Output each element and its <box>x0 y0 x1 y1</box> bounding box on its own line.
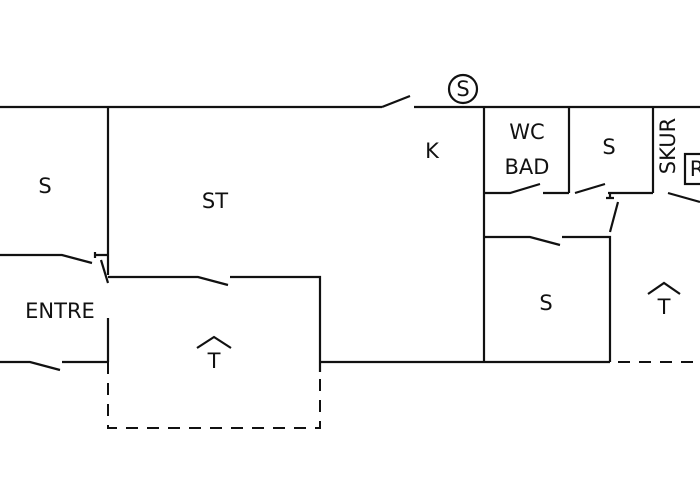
terrace-symbol-right: T <box>647 281 681 319</box>
door-kitchen-top <box>381 94 411 109</box>
dashed-outlines <box>107 361 700 429</box>
r-box-label: R <box>690 157 700 181</box>
circle-s-symbol: S <box>447 73 479 105</box>
door-entre-st <box>99 259 110 284</box>
room-label-bad: BAD <box>505 155 550 179</box>
room-label-s-mid: S <box>539 291 552 315</box>
terrace-label-right: T <box>657 295 671 319</box>
terrace-label-left: T <box>207 349 221 373</box>
terrace-symbol-left: T <box>196 335 232 373</box>
room-label-s-left: S <box>38 174 51 198</box>
room-label-st: ST <box>202 189 228 213</box>
walls <box>0 94 700 372</box>
room-label-s-top: S <box>602 135 615 159</box>
r-box <box>683 152 700 186</box>
room-label-entre: ENTRE <box>25 299 95 323</box>
room-label-skur: SKUR <box>656 118 680 175</box>
room-label-k: K <box>425 139 440 163</box>
circle-s-label: S <box>456 77 469 101</box>
room-label-wc: WC <box>509 120 544 144</box>
